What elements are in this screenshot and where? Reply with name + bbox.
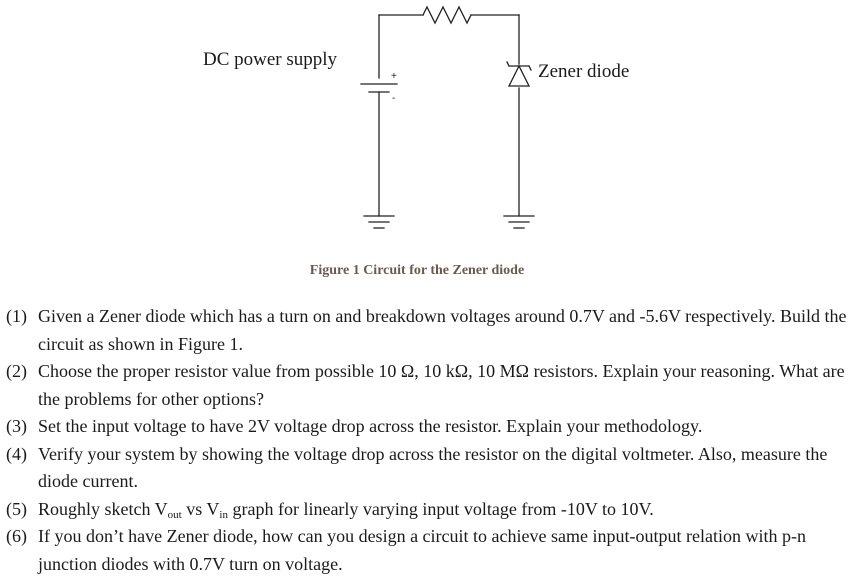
question-number: (5) [6,498,27,519]
question-item: (4) Verify your system by showing the vo… [6,441,862,496]
question-text: Verify your system by showing the voltag… [38,443,828,492]
zener-bend-left [506,61,510,67]
question-text: Roughly sketch Vout vs Vin graph for lin… [38,498,654,521]
resistor-symbol [422,5,472,25]
question-number: (1) [6,306,27,326]
question-number: (4) [6,443,27,464]
question-text: Given a Zener diode which has a turn on … [38,306,847,354]
question-item: (5) Roughly sketch Vout vs Vin graph for… [6,496,862,524]
question-item: (2) Choose the proper resistor value fro… [6,358,862,413]
question-number: (3) [6,416,27,436]
zener-triangle [507,64,531,87]
vout-subscript: out [167,508,182,521]
battery-minus-sign: - [392,93,395,104]
dc-power-supply-label: DC power supply [203,49,338,70]
vin-subscript: in [219,508,228,521]
question-number: (6) [6,526,27,546]
question-text: Set the input voltage to have 2V voltage… [38,416,703,436]
question-number: (2) [6,361,27,381]
question-text-part: Roughly sketch V [38,498,168,519]
question-item: (6) If you don’t have Zener diode, how c… [6,523,862,578]
figure-caption: Figure 1 Circuit for the Zener diode [309,263,525,278]
question-text-part: graph for linearly varying input voltage… [227,498,654,519]
zener-bend-right [528,65,532,71]
question-item: (1) Given a Zener diode which has a turn… [6,303,862,358]
question-text: Choose the proper resistor value from po… [38,361,845,409]
zener-diode-label: Zener diode [538,61,630,82]
circuit-diagram: + - [360,5,535,229]
question-item: (3) Set the input voltage to have 2V vol… [6,413,862,441]
question-text: If you don’t have Zener diode, how can y… [38,526,806,574]
battery-plus-sign: + [391,71,397,82]
question-text-part: vs V [181,498,220,519]
question-list: (1) Given a Zener diode which has a turn… [6,303,862,578]
